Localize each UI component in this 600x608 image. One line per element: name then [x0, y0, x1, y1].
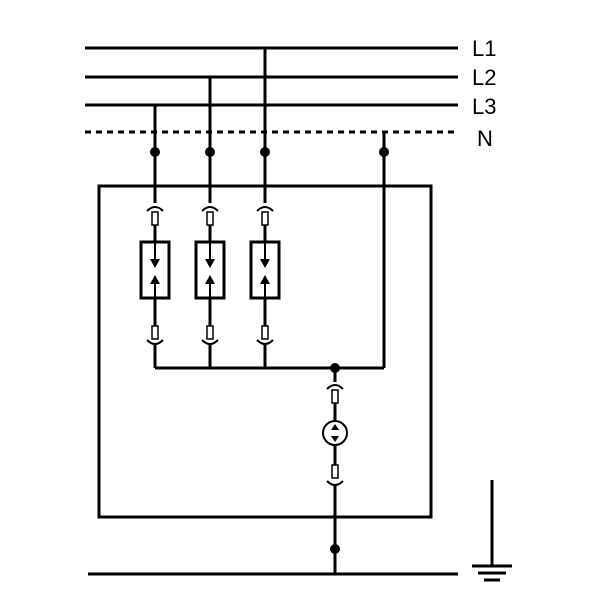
terminal-icon — [201, 339, 219, 345]
label-n: N — [477, 126, 493, 151]
terminal-icon — [146, 206, 164, 212]
terminal-icon — [146, 339, 164, 345]
terminal-icon — [331, 389, 339, 404]
terminal-icon — [201, 206, 219, 212]
terminal-icon — [261, 325, 269, 340]
label-l2: L2 — [472, 65, 496, 90]
terminal-icon — [256, 339, 274, 345]
terminal-icon — [326, 480, 344, 486]
surge-module-l3 — [139, 206, 171, 368]
surge-module-l2 — [194, 206, 226, 368]
junction-dot-icon — [150, 147, 160, 157]
junction-dot-icon — [330, 544, 340, 554]
npe-spark-gap-module — [322, 368, 348, 574]
label-l1: L1 — [472, 36, 496, 61]
terminal-icon — [151, 211, 159, 226]
junction-dot-icon — [379, 147, 389, 157]
terminal-icon — [256, 206, 274, 212]
junction-dot-icon — [260, 147, 270, 157]
terminal-icon — [206, 325, 214, 340]
ground-symbol-icon — [472, 480, 512, 582]
terminal-icon — [261, 211, 269, 226]
terminal-icon — [326, 384, 344, 390]
label-l3: L3 — [472, 94, 496, 119]
terminal-icon — [331, 464, 339, 479]
terminal-icon — [151, 325, 159, 340]
surge-module-l1 — [249, 206, 281, 368]
terminal-icon — [206, 211, 214, 226]
junction-dot-icon — [205, 147, 215, 157]
